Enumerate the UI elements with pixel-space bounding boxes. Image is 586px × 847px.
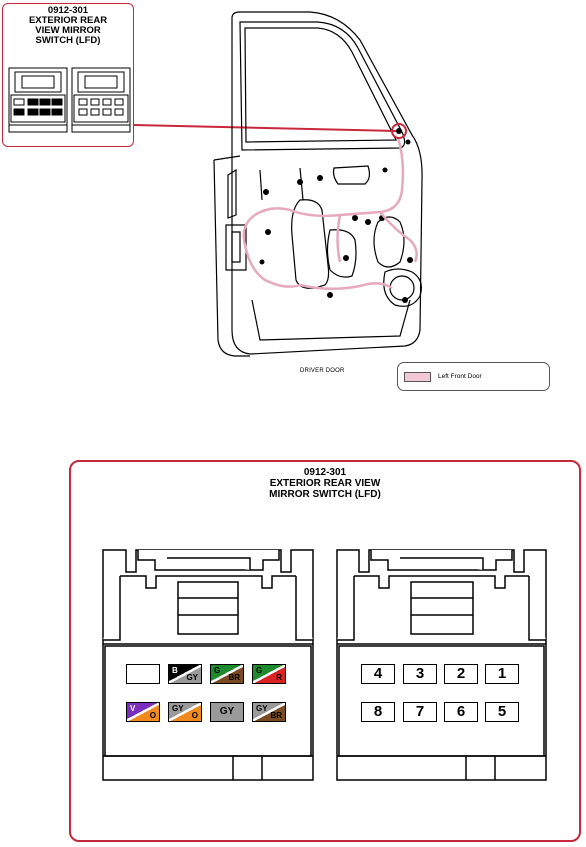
- harness-pin-cell: B GY: [168, 664, 202, 684]
- wire-color-primary: B: [172, 666, 178, 675]
- harness-pin-cell: [126, 664, 160, 684]
- door-caption: DRIVER DOOR: [300, 368, 345, 374]
- wire-color-primary: GY: [219, 706, 235, 717]
- terminal-side-housing: [336, 549, 547, 781]
- detail-connector-id: 0912-301: [303, 467, 347, 478]
- left-front-door-harness: [242, 137, 418, 290]
- door-fasteners: [259, 139, 413, 303]
- harness-pin-cell: GY: [210, 702, 244, 722]
- door-outline: [213, 11, 423, 357]
- pin-number: 1: [497, 665, 507, 682]
- pin-number: 8: [373, 703, 383, 720]
- wire-color-stripe: R: [276, 673, 282, 682]
- legend-label: Left Front Door: [438, 373, 482, 380]
- wire-color-stripe: BR: [228, 673, 240, 682]
- pin-number: 6: [456, 703, 466, 720]
- connector-location-marker: [391, 123, 407, 139]
- callout-title: 0912-301 EXTERIOR REAR VIEW MIRROR SWITC…: [2, 6, 134, 46]
- thumb-connector-terminal: [71, 67, 131, 133]
- wire-color-primary: GY: [172, 704, 184, 713]
- wire-color-stripe: O: [191, 711, 198, 720]
- connector-callout-box: [2, 3, 134, 147]
- wire-color-primary: GY: [256, 704, 268, 713]
- callout-leader-line: [133, 124, 397, 132]
- harness-pin-cell: GY O: [168, 702, 202, 722]
- thumb-connector-harness: [8, 67, 68, 133]
- legend-swatch: [404, 372, 431, 382]
- terminal-pin-cell: 3: [403, 664, 437, 684]
- terminal-pin-cell: 6: [444, 702, 478, 722]
- harness-pin-cell: G BR: [210, 664, 244, 684]
- detail-name-line-1: EXTERIOR REAR VIEW: [269, 478, 381, 489]
- wire-color-primary: G: [214, 666, 221, 675]
- wire-color-stripe: O: [149, 711, 156, 720]
- terminal-pin-cell: 8: [361, 702, 395, 722]
- wire-color-stripe: BR: [270, 711, 282, 720]
- detail-name-line-2: MIRROR SWITCH (LFD): [269, 489, 381, 500]
- terminal-pin-cell: 5: [485, 702, 519, 722]
- wire-color-primary: G: [256, 666, 263, 675]
- door-illustration: [8, 11, 423, 357]
- terminal-pin-cell: 7: [403, 702, 437, 722]
- pin-number: 2: [456, 665, 466, 682]
- legend-box: [397, 362, 550, 391]
- callout-name-line-3: SWITCH (LFD): [35, 35, 101, 46]
- pin-number: 4: [373, 665, 383, 682]
- terminal-pin-cell: 1: [485, 664, 519, 684]
- connector-detail-title: 0912-301 EXTERIOR REAR VIEW MIRROR SWITC…: [69, 467, 581, 500]
- terminal-pin-cell: 4: [361, 664, 395, 684]
- pin-number: 3: [415, 665, 425, 682]
- wire-color-stripe: GY: [186, 673, 198, 682]
- callout-name-line-2: VIEW MIRROR: [35, 25, 101, 36]
- pin-number: 7: [415, 703, 425, 720]
- pin-number: 5: [497, 703, 507, 720]
- wire-color-primary: V: [130, 704, 136, 713]
- terminal-pin-cell: 2: [444, 664, 478, 684]
- callout-connector-id: 0912-301: [47, 5, 89, 16]
- callout-name-line-1: EXTERIOR REAR: [28, 15, 108, 26]
- connector-detail-box: [69, 460, 581, 842]
